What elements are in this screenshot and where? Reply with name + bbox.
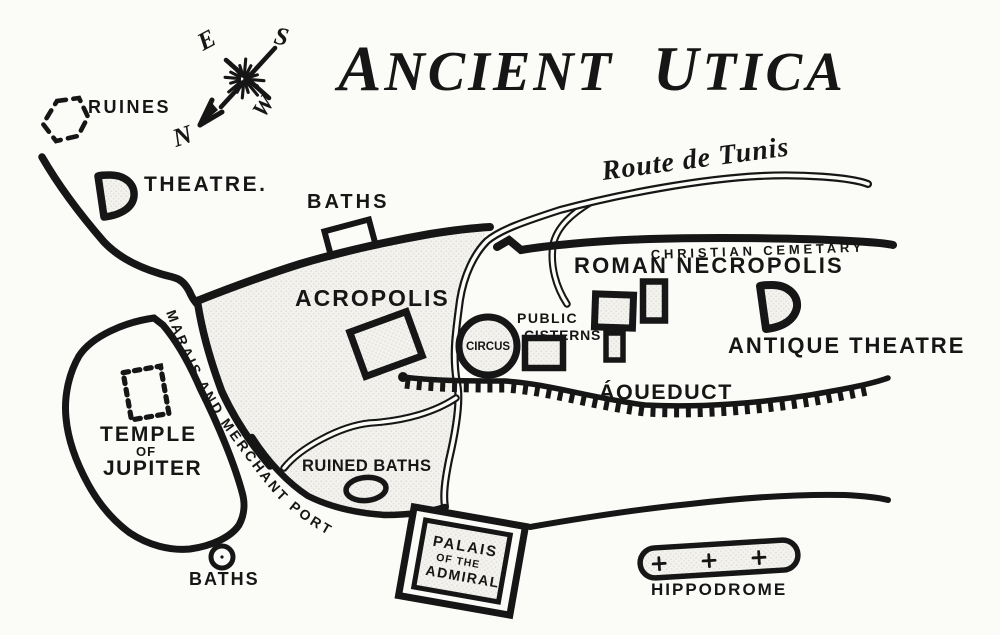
svg-text:RUINES: RUINES xyxy=(88,97,171,117)
svg-text:HIPPODROME: HIPPODROME xyxy=(651,580,787,599)
svg-text:S: S xyxy=(272,22,291,51)
svg-text:ANTIQUE THEATRE: ANTIQUE THEATRE xyxy=(728,333,965,358)
svg-text:ANCIENT: ANCIENT xyxy=(334,33,614,105)
svg-text:BATHS: BATHS xyxy=(189,569,260,589)
svg-text:RUINED BATHS: RUINED BATHS xyxy=(302,457,431,475)
svg-text:ROMAN NECROPOLIS: ROMAN NECROPOLIS xyxy=(574,253,844,278)
svg-text:ACROPOLIS: ACROPOLIS xyxy=(295,285,450,311)
svg-text:CISTERNS: CISTERNS xyxy=(524,327,601,343)
svg-text:BATHS: BATHS xyxy=(307,191,389,213)
svg-text:JUPITER: JUPITER xyxy=(103,457,202,480)
svg-text:OF: OF xyxy=(136,444,156,459)
svg-text:THEATRE.: THEATRE. xyxy=(144,173,267,196)
svg-text:ÁQUEDUCT: ÁQUEDUCT xyxy=(599,379,733,404)
svg-text:CHRISTIAN CEMETARY: CHRISTIAN CEMETARY xyxy=(651,240,866,262)
svg-text:PUBLIC: PUBLIC xyxy=(517,310,578,326)
svg-text:UTICA: UTICA xyxy=(653,34,847,104)
svg-text:CIRCUS: CIRCUS xyxy=(466,341,510,353)
svg-text:TEMPLE: TEMPLE xyxy=(100,423,197,446)
